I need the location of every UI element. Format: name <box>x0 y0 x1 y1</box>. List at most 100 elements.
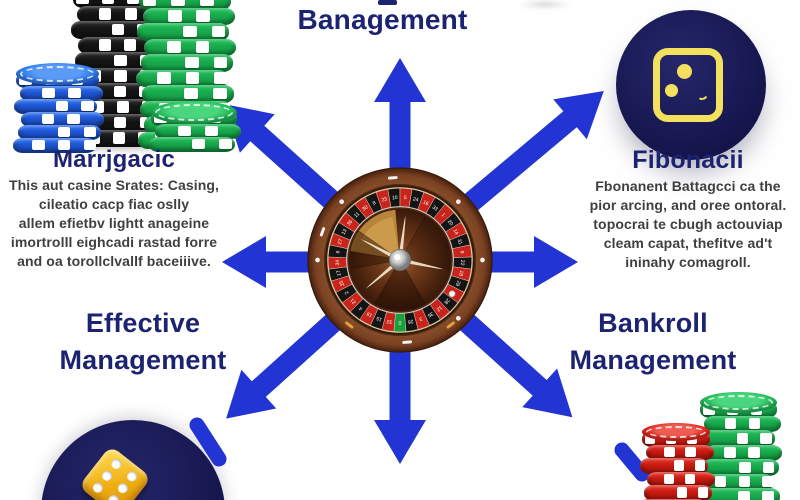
pocket-number: 28 <box>442 297 450 305</box>
chip-edge-mark <box>664 446 675 458</box>
chip-edge-mark <box>762 461 775 473</box>
chip-edge-mark <box>664 473 675 485</box>
poker-chip <box>14 99 97 114</box>
chip-edge-mark <box>213 56 228 69</box>
chip-top-face <box>700 392 777 413</box>
poker-chip <box>698 430 775 447</box>
chip-edge-mark <box>214 72 228 84</box>
chip-edge-mark <box>724 418 737 429</box>
pocket-number: 2 <box>344 290 351 296</box>
body-line: topocrai te cbugh actouviap <box>593 216 783 232</box>
chip-edge-mark <box>76 0 89 5</box>
pocket-number: 30 <box>361 204 369 212</box>
body-line: cileatio cacp fiac oslly <box>38 196 190 212</box>
radial-arrow <box>222 236 330 288</box>
chip-edge-mark <box>99 8 112 20</box>
poker-chip <box>13 138 96 153</box>
rim-mark <box>480 257 485 263</box>
chip-edge-mark <box>211 25 226 38</box>
chip-edge-mark <box>185 72 200 84</box>
poker-chip <box>697 473 774 490</box>
pocket-number: 27 <box>337 238 344 245</box>
pocket-number: 9 <box>458 250 464 254</box>
poker-chip <box>703 488 780 500</box>
body-line: allem efietbv lightt anageine <box>18 215 210 231</box>
poker-chip <box>646 444 714 460</box>
chip-edge-mark <box>676 487 687 498</box>
pocket-number: 3 <box>418 315 423 322</box>
rim-mark <box>339 199 345 205</box>
chip-edge-mark <box>83 140 96 151</box>
poker-chip <box>155 124 241 139</box>
pocket-number: 14 <box>451 228 459 236</box>
cropped-text-fragment <box>378 0 397 5</box>
poker-chip <box>139 0 231 10</box>
poker-chip <box>18 125 101 140</box>
chip-edge-mark <box>42 88 55 99</box>
chip-edge-mark <box>123 39 137 51</box>
chip-edge-mark <box>167 10 182 22</box>
body-line: ininahy comagroll. <box>625 254 751 270</box>
chip-edge-mark <box>81 101 94 112</box>
radial-arrow <box>374 332 426 464</box>
pocket-number: 0 <box>398 319 401 325</box>
body-line: and oa torollclvallf baceiiive. <box>17 253 211 269</box>
effective-line1: Effective <box>85 308 201 338</box>
poker-chip <box>149 137 235 152</box>
rim-mark <box>446 321 455 329</box>
pocket-number: 22 <box>459 260 465 266</box>
chip-edge-mark <box>114 116 127 129</box>
dice-two-icon <box>653 48 723 122</box>
chip-edge-mark <box>748 418 761 429</box>
chip-edge-mark <box>41 114 55 125</box>
pocket-number: 1 <box>440 212 446 218</box>
node-fibonacci: Fibonacii Fbonanent Battagcci ca the pio… <box>572 146 800 272</box>
wheel-hub <box>389 249 411 271</box>
chip-edge-mark <box>142 0 157 7</box>
pocket-number: 17 <box>336 270 343 277</box>
rim-mark <box>455 315 461 321</box>
poker-chip <box>20 86 103 101</box>
chip-face-ring <box>155 104 233 121</box>
poker-chip <box>647 471 715 487</box>
poker-chip <box>144 38 236 56</box>
chip-edge-mark <box>218 139 232 150</box>
chip-edge-mark <box>674 460 685 471</box>
pocket-number: 25 <box>338 279 346 287</box>
chip-edge-mark <box>114 54 127 67</box>
poker-chip <box>21 112 104 127</box>
pocket-number: 31 <box>456 238 463 245</box>
pocket-number: 35 <box>426 310 434 318</box>
radial-arrow <box>445 301 573 418</box>
node-bankroll-management: Bankroll Management <box>538 305 768 379</box>
martingale-heading: Marrjgacic <box>52 146 176 173</box>
page-title-cropped: Banagement <box>297 4 468 35</box>
rim-mark <box>345 321 354 329</box>
chip-edge-mark <box>185 56 199 69</box>
chip-edge-mark <box>738 490 750 500</box>
poker-chip <box>143 7 235 25</box>
chip-edge-mark <box>113 85 127 98</box>
chip-edge-mark <box>685 446 696 458</box>
node-effective-management: Effective Management <box>28 305 258 379</box>
pocket-number: 18 <box>457 270 464 277</box>
chip-face-ring <box>704 395 773 410</box>
chip-edge-mark <box>760 432 772 444</box>
rim-mark <box>402 340 413 344</box>
chip-edge-mark <box>127 0 140 5</box>
rim-mark <box>315 257 320 263</box>
chip-edge-mark <box>204 126 218 137</box>
chip-edge-mark <box>736 432 749 444</box>
chip-edge-mark <box>57 127 71 138</box>
poker-chip <box>704 415 781 432</box>
chip-edge-mark <box>116 101 129 113</box>
pocket-number: 23 <box>381 196 388 203</box>
rim-mark <box>319 227 326 237</box>
poker-chip <box>78 36 160 54</box>
chip-top-face <box>642 423 710 441</box>
chip-edge-mark <box>67 114 80 125</box>
poker-chip <box>639 498 707 500</box>
